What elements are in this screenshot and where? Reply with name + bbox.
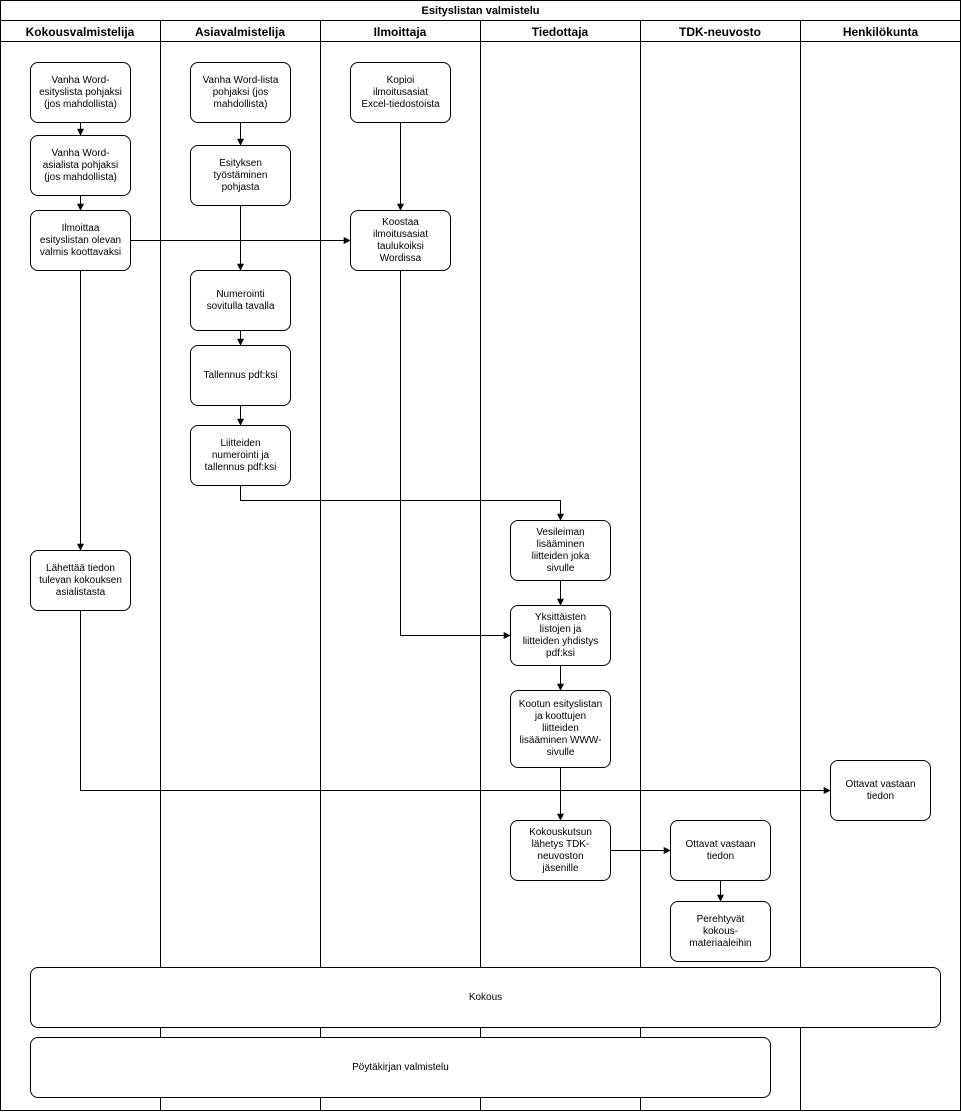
lane-title-asiavalmistelija: Asiavalmistelija (194, 24, 286, 39)
node-esityksen-tyostaminen[interactable]: Esityksen työstäminen pohjasta (190, 145, 291, 206)
node-liitteiden-numerointi[interactable]: Liitteiden numerointi ja tallennus pdf:k… (190, 425, 291, 486)
lane-title-henkilokunta: Henkilökunta (842, 24, 919, 39)
node-tdk-ottavat-vastaan[interactable]: Ottavat vastaan tiedon (670, 820, 771, 881)
connector-n11-n13 (400, 270, 511, 639)
lane-title-kokousvalmistelija: Kokousvalmistelija (25, 24, 135, 39)
node-kokous[interactable]: Kokous (30, 967, 941, 1028)
node-vanha-word-lista[interactable]: Vanha Word-lista pohjaksi (jos mahdollis… (190, 62, 291, 123)
node-vesileiman-lisaaminen[interactable]: Vesileiman lisääminen liitteiden joka si… (510, 520, 611, 581)
node-lahettaa-tiedon[interactable]: Lähettää tiedon tulevan kokouksen asiali… (30, 550, 131, 611)
node-ilmoittaa-valmis[interactable]: Ilmoittaa esityslistan olevan valmis koo… (30, 210, 131, 271)
node-poytakirjan-valmistelu[interactable]: Pöytäkirjan valmistelu (30, 1037, 771, 1098)
node-www-sivulle[interactable]: Kootun esityslistan ja koottujen liittei… (510, 690, 611, 768)
node-kopioi-ilmoitusasiat[interactable]: Kopioi ilmoitusasiat Excel-tiedostoista (350, 62, 451, 123)
node-henkilokunta-ottavat-vastaan[interactable]: Ottavat vastaan tiedon (830, 760, 931, 821)
lane-title-ilmoittaja: Ilmoittaja (373, 24, 427, 39)
node-koostaa-ilmoitusasiat[interactable]: Koostaa ilmoitusasiat taulukoiksi Wordis… (350, 210, 451, 271)
node-yksittaisten-listojen-yhdistys[interactable]: Yksittäisten listojen ja liitteiden yhdi… (510, 605, 611, 666)
lane-title-tiedottaja: Tiedottaja (531, 24, 589, 39)
node-vanha-asialista[interactable]: Vanha Word- asialista pohjaksi (jos mahd… (30, 135, 131, 196)
connector-n4-n18 (80, 610, 831, 794)
diagram-title: Esityslistan valmistelu (421, 5, 540, 17)
node-tallennus-pdf[interactable]: Tallennus pdf:ksi (190, 345, 291, 406)
node-kokouskutsun-lahetys[interactable]: Kokouskutsun lähetys TDK- neuvoston jäse… (510, 820, 611, 881)
node-numerointi[interactable]: Numerointi sovitulla tavalla (190, 270, 291, 331)
lane-title-tdk-neuvosto: TDK-neuvosto (679, 24, 761, 39)
node-vanha-esityslista[interactable]: Vanha Word- esityslista pohjaksi (jos ma… (30, 62, 131, 123)
node-perehtyvat[interactable]: Perehtyvät kokous- materiaaleihin (670, 901, 771, 962)
